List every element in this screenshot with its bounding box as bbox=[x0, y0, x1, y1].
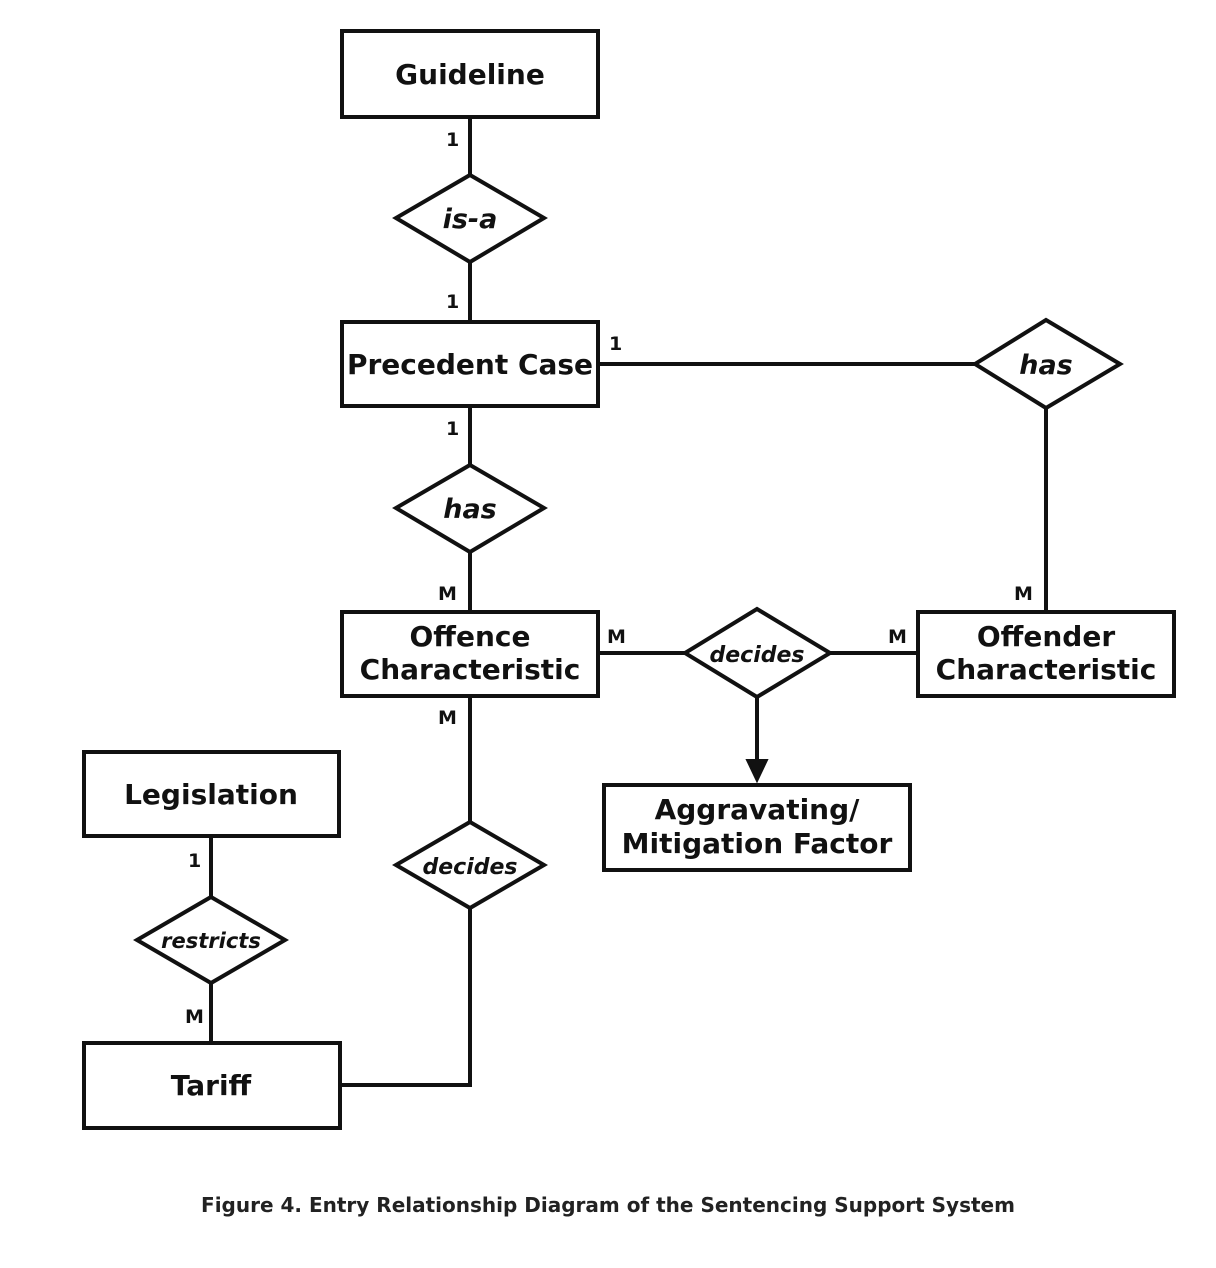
entity-aggravating-mitigation-factor: Aggravating/ Mitigation Factor bbox=[602, 783, 912, 872]
card-precedent-is-a: 1 bbox=[446, 291, 459, 313]
relationship-precedent-has-offender-label: has bbox=[1019, 350, 1073, 381]
entity-precedent-case: Precedent Case bbox=[340, 320, 600, 408]
card-offence-has: M bbox=[438, 583, 457, 605]
card-offence-decides-tariff: M bbox=[438, 707, 457, 729]
relationship-is-a: is-a bbox=[392, 172, 548, 265]
entity-guideline: Guideline bbox=[340, 29, 600, 119]
entity-legislation: Legislation bbox=[82, 750, 341, 838]
card-tariff-restricts: M bbox=[185, 1006, 204, 1028]
relationship-decides-tariff-label: decides bbox=[422, 855, 517, 880]
entity-offence-characteristic-line1: Offence bbox=[410, 620, 531, 653]
entity-tariff-label: Tariff bbox=[171, 1069, 252, 1102]
relationship-decides-factor: decides bbox=[681, 606, 834, 700]
relationship-restricts: restricts bbox=[133, 894, 289, 986]
entity-offender-characteristic-line1: Offender bbox=[977, 620, 1115, 653]
entity-offender-characteristic: Offender Characteristic bbox=[916, 610, 1176, 698]
relationship-restricts-label: restricts bbox=[161, 929, 261, 953]
card-offender-decides-factor: M bbox=[888, 626, 907, 648]
card-offender-has: M bbox=[1014, 583, 1033, 605]
relationship-is-a-label: is-a bbox=[443, 204, 498, 235]
entity-aggravating-line2: Mitigation Factor bbox=[622, 827, 893, 860]
entity-legislation-label: Legislation bbox=[124, 778, 298, 811]
card-guideline-is-a: 1 bbox=[446, 129, 459, 151]
entity-offence-characteristic: Offence Characteristic bbox=[340, 610, 600, 698]
entity-tariff: Tariff bbox=[82, 1041, 342, 1130]
arrowhead-icon bbox=[745, 759, 769, 784]
entity-guideline-label: Guideline bbox=[395, 58, 545, 91]
link-decides-tariff bbox=[340, 908, 472, 1087]
entity-offender-characteristic-line2: Characteristic bbox=[936, 653, 1157, 686]
relationship-decides-factor-label: decides bbox=[709, 643, 804, 668]
relationship-precedent-has-offence: has bbox=[392, 462, 548, 555]
entity-offence-characteristic-line2: Characteristic bbox=[360, 653, 581, 686]
cardinalities: 1 1 1 1 M M M M M 1 M bbox=[185, 129, 1033, 1028]
card-offence-decides-factor: M bbox=[607, 626, 626, 648]
relationship-precedent-has-offence-label: has bbox=[443, 494, 497, 525]
card-precedent-has-offence: 1 bbox=[446, 418, 459, 440]
relationship-decides-tariff: decides bbox=[392, 819, 548, 911]
connectors bbox=[209, 117, 1048, 1087]
relationship-precedent-has-offender: has bbox=[971, 317, 1124, 411]
card-legislation-restricts: 1 bbox=[188, 850, 201, 872]
entity-aggravating-line1: Aggravating/ bbox=[655, 793, 861, 826]
card-precedent-has-offender: 1 bbox=[609, 333, 622, 355]
figure-caption: Figure 4. Entry Relationship Diagram of … bbox=[201, 1193, 1015, 1217]
entity-precedent-case-label: Precedent Case bbox=[347, 348, 593, 381]
